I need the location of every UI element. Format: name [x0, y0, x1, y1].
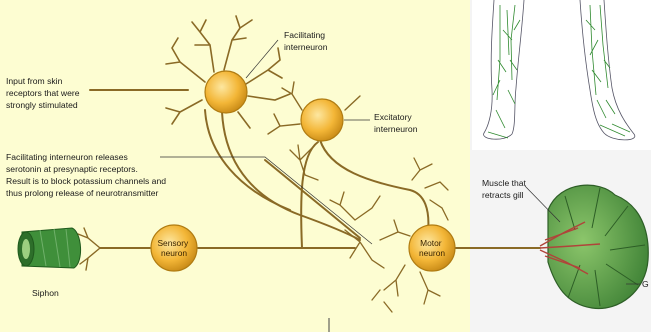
siphon-label: Siphon	[32, 288, 59, 298]
motor-neuron-label: Motor neuron	[419, 238, 445, 258]
gill-label-partial: G	[642, 279, 649, 289]
facilitating-interneuron-soma	[205, 71, 247, 113]
sensory-neuron-label: Sensory neuron	[157, 238, 190, 258]
legs-illustration	[472, 0, 651, 150]
siphon	[18, 228, 81, 268]
excitatory-interneuron-soma	[301, 99, 343, 141]
